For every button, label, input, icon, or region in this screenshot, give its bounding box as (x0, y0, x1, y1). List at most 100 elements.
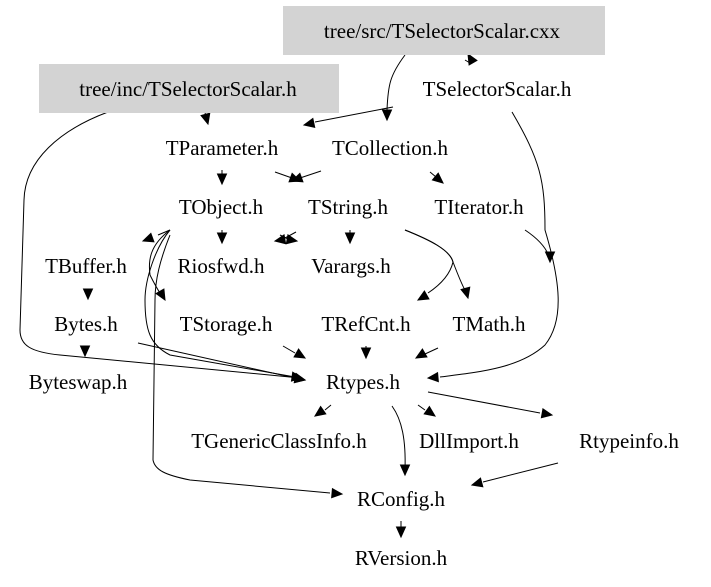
node-Varargs[interactable]: Varargs.h (311, 254, 391, 278)
edge-line (424, 347, 439, 355)
node-TGenericClassInfo[interactable]: TGenericClassInfo.h (191, 429, 367, 453)
node-Byteswap[interactable]: Byteswap.h (29, 370, 128, 394)
edge-Rtypes-to-RConfig (391, 405, 411, 477)
node-TRefCnt[interactable]: TRefCnt.h (321, 312, 411, 336)
edge-Rtypeinfo-to-RConfig (470, 462, 559, 488)
node-label: Rtypeinfo.h (579, 429, 679, 453)
node-TString[interactable]: TString.h (308, 195, 388, 219)
edge-TObject-to-RConfig (152, 234, 344, 499)
node-TSelectorScalar[interactable]: TSelectorScalar.h (423, 77, 572, 101)
edge-TObject-to-Riosfwd (216, 230, 228, 245)
arrowhead-icon (273, 233, 287, 245)
edges-layer (19, 52, 559, 539)
node-TParameter[interactable]: TParameter.h (166, 136, 279, 160)
node-RConfig[interactable]: RConfig.h (357, 487, 446, 511)
arrowhead-icon (426, 371, 439, 383)
arrowhead-icon (141, 232, 155, 243)
arrowhead-icon (200, 112, 211, 126)
edge-Rtypes-to-Rtypeinfo (427, 391, 554, 419)
node-Riosfwd[interactable]: Riosfwd.h (178, 254, 265, 278)
node-label: TBuffer.h (45, 254, 127, 278)
node-TIterator[interactable]: TIterator.h (434, 195, 524, 219)
edge-line (137, 342, 296, 379)
arrowhead-icon (79, 345, 91, 358)
edge-TSelectorScalar-to-Rtypes (426, 111, 559, 383)
edge-line (429, 171, 437, 178)
node-label: Riosfwd.h (178, 254, 265, 278)
arrowhead-icon (344, 232, 356, 245)
node-TBuffer[interactable]: TBuffer.h (45, 254, 127, 278)
arrowhead-icon (460, 286, 471, 300)
edge-line (282, 345, 296, 354)
arrowhead-icon (431, 172, 444, 184)
node-Rtypes[interactable]: Rtypes.h (326, 370, 401, 394)
arrowhead-icon (331, 487, 344, 499)
edge-TCollection-to-TIterator (429, 171, 444, 184)
arrowhead-icon (544, 251, 556, 264)
arrowhead-icon (290, 172, 304, 183)
arrowhead-icon (395, 526, 407, 539)
node-label: Rtypes.h (326, 370, 401, 394)
nodes-layer: tree/src/TSelectorScalar.cxx tree/inc/TSe… (29, 6, 679, 570)
node-label: TSelectorScalar.h (423, 77, 572, 101)
arrowhead-icon (302, 117, 316, 128)
edge-TParameter-to-TObject (216, 170, 228, 186)
node-DllImport[interactable]: DllImport.h (419, 429, 519, 453)
edge-TMath-to-Rtypes (414, 347, 439, 359)
edge-line (404, 229, 466, 291)
edge-TSelectorScalar-to-src_cxx (464, 52, 478, 66)
arrowhead-icon (360, 347, 372, 360)
edge-TObject-to-TStorage (148, 229, 171, 302)
edge-line (274, 171, 293, 179)
node-label: TRefCnt.h (321, 312, 411, 336)
edge-TObject-to-Rtypes (144, 229, 307, 384)
edge-TString-to-TObject (273, 231, 297, 245)
edge-line (148, 229, 171, 294)
edge-Bytes-to-Rtypes (137, 342, 307, 383)
node-label: TObject.h (179, 195, 264, 219)
node-TStorage[interactable]: TStorage.h (180, 312, 273, 336)
edge-inc_h-to-TParameter (200, 112, 211, 126)
arrowhead-icon (399, 464, 411, 477)
node-highlight-box (39, 64, 339, 113)
edge-line (144, 229, 296, 378)
edge-TRefCnt-to-Rtypes (360, 346, 372, 360)
arrowhead-icon (216, 173, 228, 186)
node-label: Bytes.h (54, 312, 118, 336)
arrowhead-icon (423, 405, 436, 417)
arrowhead-icon (314, 405, 327, 417)
node-label: TStorage.h (180, 312, 273, 336)
arrowhead-icon (416, 290, 430, 301)
edge-RConfig-to-RVersion (395, 521, 407, 539)
edge-Rtypes-to-TGenericClassInfo (314, 404, 332, 417)
node-RVersion[interactable]: RVersion.h (355, 546, 448, 570)
arrowhead-icon (155, 288, 166, 302)
edge-Bytes-to-Byteswap (79, 345, 91, 358)
edge-line (427, 391, 541, 414)
node-label: RConfig.h (357, 487, 446, 511)
edge-line (157, 229, 171, 236)
edge-line (391, 405, 406, 471)
node-label: TGenericClassInfo.h (191, 429, 367, 453)
node-Rtypeinfo[interactable]: Rtypeinfo.h (579, 429, 679, 453)
edge-line (284, 231, 297, 239)
node-label: TIterator.h (434, 195, 524, 219)
node-src_cxx[interactable]: tree/src/TSelectorScalar.cxx (283, 6, 605, 55)
edge-TCollection-to-TString (290, 170, 322, 183)
node-TMath[interactable]: TMath.h (453, 312, 526, 336)
edge-line (417, 404, 426, 411)
node-label: TCollection.h (332, 136, 449, 160)
node-Bytes[interactable]: Bytes.h (54, 312, 118, 336)
edge-src_cxx-to-TCollection (381, 54, 406, 122)
edge-line (19, 111, 291, 378)
edge-TBuffer-to-Bytes (82, 288, 94, 301)
node-label: TParameter.h (166, 136, 279, 160)
node-TCollection[interactable]: TCollection.h (332, 136, 449, 160)
node-TObject[interactable]: TObject.h (179, 195, 264, 219)
edge-TString-to-Varargs (344, 230, 356, 245)
arrowhead-icon (82, 288, 94, 301)
node-label: TMath.h (453, 312, 526, 336)
arrowhead-icon (293, 372, 307, 383)
node-inc_h[interactable]: tree/inc/TSelectorScalar.h (39, 64, 339, 113)
